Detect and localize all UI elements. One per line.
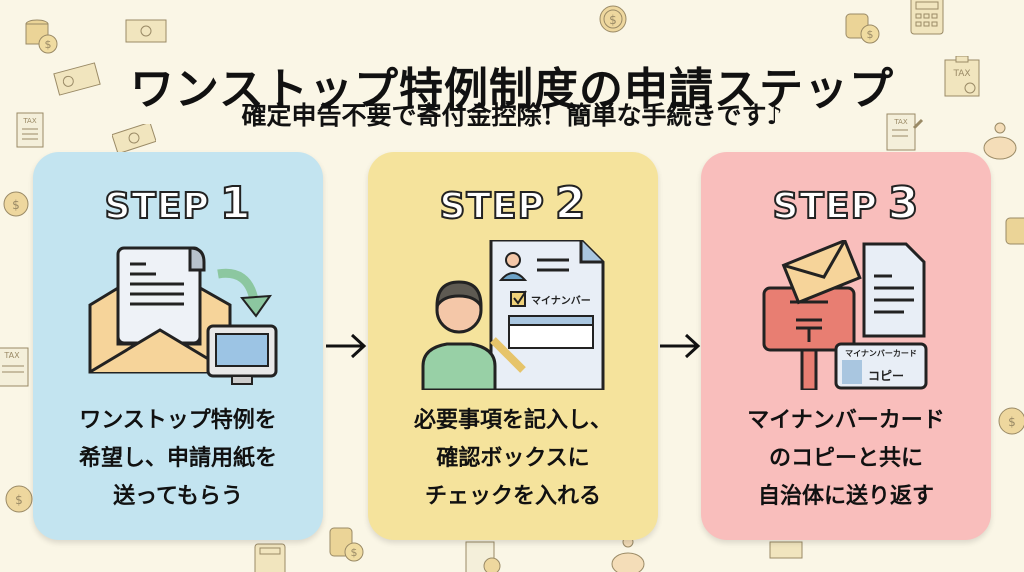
envelope-to-computer-icon (88, 246, 278, 385)
svg-text:TAX: TAX (893, 118, 908, 126)
calculator-icon (910, 0, 944, 35)
svg-text:マイナンバー: マイナンバー (531, 295, 591, 307)
arrow-right-icon (326, 333, 367, 359)
page-title: ワンストップ特例制度の申請ステップ (129, 64, 895, 116)
step-description: 必要事項を記入し、確認ボックスにチェックを入れる (413, 408, 612, 509)
svg-text:TAX: TAX (952, 69, 970, 79)
arrow-right-icon (660, 333, 701, 359)
coin-stack-icon: $ (25, 19, 58, 54)
svg-text:マイナンバーカード: マイナンバーカード (845, 349, 917, 358)
tax-form-pen-icon: TAX (0, 347, 29, 387)
coin-icon: $ (3, 191, 29, 217)
coin-stack-icon: $ (329, 527, 364, 562)
tax-document-icon: TAX (16, 112, 44, 148)
coin-icon: $ (998, 407, 1024, 435)
tax-clipboard-icon: TAX (944, 56, 980, 97)
banknote-icon (112, 124, 156, 152)
coin-stack-icon (1005, 217, 1024, 245)
calculator-icon (254, 543, 286, 572)
banknote-stack-icon (53, 62, 101, 96)
step-description: マイナンバーカードのコピーと共に自治体に送り返す (747, 408, 945, 509)
person-filling-form-icon: マイナンバー (421, 240, 605, 390)
mailbox-with-mynumber-copy-icon: マイナンバーカード コピー (762, 240, 928, 390)
banknote-icon (125, 19, 167, 43)
tax-form-pen-icon: TAX (886, 113, 924, 151)
book-icon (769, 541, 803, 559)
svg-text:$: $ (351, 546, 358, 559)
svg-text:TAX: TAX (3, 351, 20, 360)
coin-icon: $ (5, 485, 33, 513)
page-subtitle: 確定申告不要で寄付金控除！簡単な手続きです♪ (241, 101, 783, 130)
svg-text:$: $ (45, 38, 52, 51)
svg-text:$: $ (1008, 415, 1016, 429)
coin-stack-icon: $ (845, 13, 880, 44)
step-description: ワンストップ特例を希望し、申請用紙を送ってもらう (78, 408, 277, 509)
svg-text:TAX: TAX (22, 117, 37, 125)
svg-text:$: $ (12, 198, 20, 212)
svg-text:コピー: コピー (868, 369, 904, 383)
document-check-icon (465, 541, 501, 572)
piggy-bank-icon (611, 536, 645, 572)
svg-text:$: $ (609, 13, 617, 27)
svg-text:$: $ (867, 28, 874, 41)
coin-icon: $ (599, 5, 627, 33)
piggy-bank-icon (983, 122, 1017, 160)
svg-text:$: $ (15, 493, 23, 507)
